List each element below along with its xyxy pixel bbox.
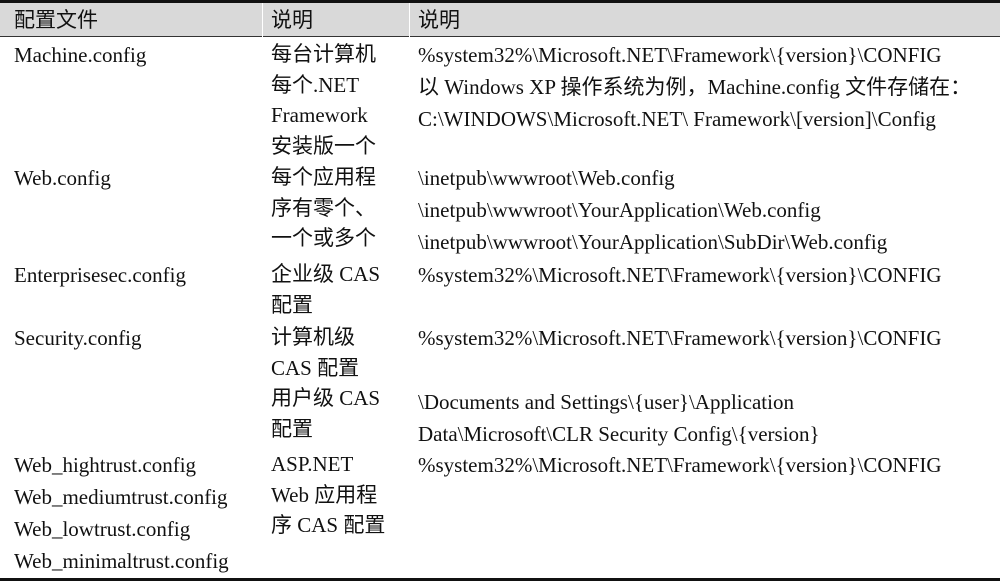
- location-line: %system32%\Microsoft.NET\Framework\{vers…: [418, 263, 942, 287]
- cell-description: 计算机级 CAS 配置 用户级 CAS 配置: [271, 322, 411, 444]
- description-line: 一个或多个: [271, 226, 376, 250]
- cell-config-file: Machine.config: [14, 39, 264, 71]
- description-line: Framework: [271, 103, 368, 127]
- cell-location: %system32%\Microsoft.NET\Framework\{vers…: [418, 449, 998, 481]
- table-header: 配置文件 说明 说明: [0, 0, 1000, 37]
- description-line: 企业级 CAS: [271, 262, 381, 286]
- cell-description: ASP.NET Web 应用程 序 CAS 配置: [271, 449, 411, 541]
- location-line: %system32%\Microsoft.NET\Framework\{vers…: [418, 453, 942, 477]
- description-line: 每个应用程: [271, 165, 376, 189]
- cell-config-file: Web_hightrust.config Web_mediumtrust.con…: [14, 449, 264, 577]
- config-file-name: Web_minimaltrust.config: [14, 549, 229, 573]
- location-line: %system32%\Microsoft.NET\Framework\{vers…: [418, 43, 942, 67]
- header-divider: [262, 3, 263, 37]
- description-line: 配置: [271, 292, 313, 317]
- cell-location: %system32%\Microsoft.NET\Framework\{vers…: [418, 259, 998, 291]
- location-line: Data\Microsoft\CLR Security Config\{vers…: [418, 422, 820, 446]
- cell-config-file: Security.config: [14, 322, 264, 354]
- header-description: 说明: [271, 8, 313, 32]
- header-divider: [409, 3, 410, 37]
- config-file-name: Web.config: [14, 166, 111, 190]
- cell-config-file: Web.config: [14, 162, 264, 194]
- description-line: 安装版一个: [271, 133, 376, 158]
- cell-location: %system32%\Microsoft.NET\Framework\{vers…: [418, 322, 998, 450]
- location-line: 以 Windows XP 操作系统为例，Machine.config 文件存储在…: [418, 75, 972, 99]
- description-line: 每个.NET: [271, 72, 360, 97]
- location-line: \Documents and Settings\{user}\Applicati…: [418, 390, 794, 414]
- header-config-file: 配置文件: [14, 8, 98, 32]
- description-line: 配置: [271, 416, 313, 441]
- location-line: \inetpub\wwwroot\YourApplication\Web.con…: [418, 198, 821, 222]
- description-line: Web 应用程: [271, 482, 378, 507]
- location-line: \inetpub\wwwroot\Web.config: [418, 166, 675, 190]
- location-line: C:\WINDOWS\Microsoft.NET\ Framework\[ver…: [418, 107, 936, 131]
- config-file-name: Web_mediumtrust.config: [14, 485, 228, 509]
- location-line: %system32%\Microsoft.NET\Framework\{vers…: [418, 326, 942, 350]
- location-line: \inetpub\wwwroot\YourApplication\SubDir\…: [418, 230, 888, 254]
- cell-config-file: Enterprisesec.config: [14, 259, 264, 291]
- description-line: 计算机级: [271, 325, 355, 349]
- config-file-name: Web_lowtrust.config: [14, 517, 191, 541]
- header-location: 说明: [418, 8, 460, 32]
- cell-description: 企业级 CAS 配置: [271, 259, 411, 320]
- description-line: 序有零个、: [271, 195, 376, 220]
- description-line: 序 CAS 配置: [271, 513, 386, 537]
- description-line: 每台计算机: [271, 42, 376, 66]
- config-file-name: Machine.config: [14, 43, 147, 67]
- cell-location: %system32%\Microsoft.NET\Framework\{vers…: [418, 39, 998, 135]
- description-line: 用户级 CAS: [271, 386, 381, 410]
- table-bottom-rule: [0, 578, 1000, 581]
- config-file-name: Enterprisesec.config: [14, 263, 187, 287]
- cell-description: 每台计算机 每个.NET Framework 安装版一个: [271, 39, 411, 161]
- config-file-name: Security.config: [14, 326, 142, 350]
- description-line: ASP.NET: [271, 452, 354, 476]
- location-line: [418, 354, 998, 386]
- cell-location: \inetpub\wwwroot\Web.config \inetpub\www…: [418, 162, 998, 258]
- config-file-name: Web_hightrust.config: [14, 453, 197, 477]
- description-line: CAS 配置: [271, 355, 360, 380]
- cell-description: 每个应用程 序有零个、 一个或多个: [271, 162, 411, 254]
